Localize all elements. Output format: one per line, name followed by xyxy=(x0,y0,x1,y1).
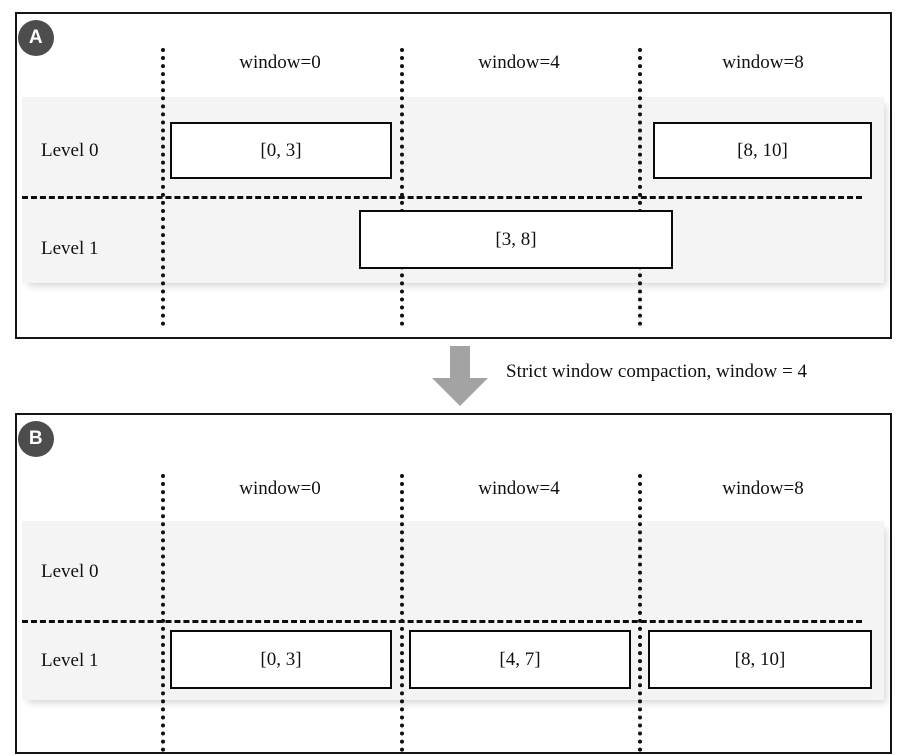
panel-b-badge: B xyxy=(18,421,54,457)
panel-b-level-label-1: Level 1 xyxy=(41,650,99,671)
panel-a-window-separator-2 xyxy=(638,48,642,326)
panel-b-interval-box-8-10[interactable]: [8, 10] xyxy=(648,630,872,689)
panel-b-window-label-8: window=8 xyxy=(722,478,804,499)
panel-b-level-divider xyxy=(22,620,862,623)
panel-a-level-label-1: Level 1 xyxy=(41,238,99,259)
panel-a-window-label-0: window=0 xyxy=(239,52,321,73)
panel-a-interval-box-0-3[interactable]: [0, 3] xyxy=(170,122,392,179)
panel-a-window-label-8: window=8 xyxy=(722,52,804,73)
panel-a-window-separator-1 xyxy=(400,48,404,326)
transition-caption: Strict window compaction, window = 4 xyxy=(506,361,807,382)
panel-b-window-separator-1 xyxy=(400,474,404,752)
panel-a-badge: A xyxy=(18,20,54,56)
panel-a-level-label-0: Level 0 xyxy=(41,140,99,161)
panel-b-window-separator-0 xyxy=(161,474,165,752)
panel-a-window-separator-0 xyxy=(161,48,165,326)
panel-b-interval-box-0-3[interactable]: [0, 3] xyxy=(170,630,392,689)
panel-a-window-label-4: window=4 xyxy=(478,52,560,73)
panel-a-interval-box-8-10[interactable]: [8, 10] xyxy=(653,122,872,179)
panel-b-window-label-0: window=0 xyxy=(239,478,321,499)
panel-a-level-divider xyxy=(22,196,862,199)
panel-b-interval-box-4-7[interactable]: [4, 7] xyxy=(409,630,631,689)
panel-b-level-label-0: Level 0 xyxy=(41,561,99,582)
panel-a-interval-box-3-8[interactable]: [3, 8] xyxy=(359,210,673,269)
panel-b-window-label-4: window=4 xyxy=(478,478,560,499)
down-arrow-icon xyxy=(432,346,488,406)
panel-b-window-separator-2 xyxy=(638,474,642,752)
